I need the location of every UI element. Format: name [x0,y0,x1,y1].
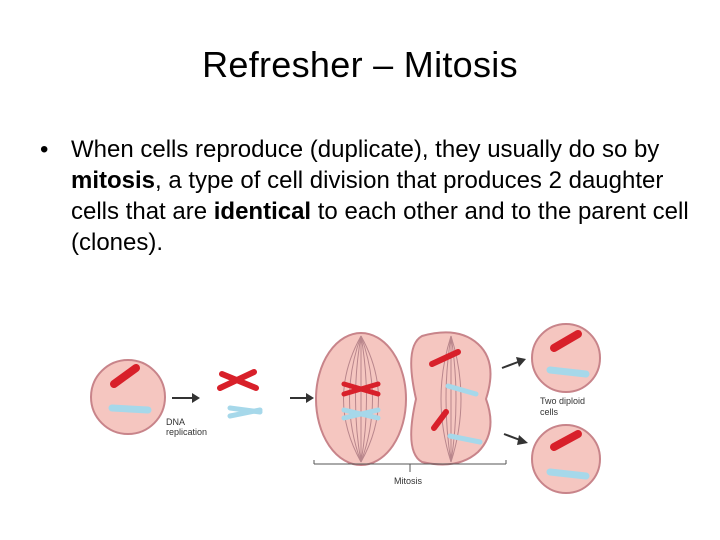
blue-chromosome [546,468,590,480]
arrow-shaft [501,361,519,369]
term-identical: identical [213,198,312,225]
arrow-head [306,393,314,403]
bullet-item: • When cells reproduce (duplicate), they … [40,134,690,258]
blue-chromosome-bottom [447,433,483,445]
red-chromosome [550,430,582,451]
dna-label-line2: replication [166,427,207,437]
mitosis-bracket [313,460,507,472]
red-chromosome [550,330,582,352]
arrow-head [517,435,528,445]
term-mitosis: mitosis [71,167,156,194]
arrow-3 [501,357,526,369]
daughter-cell-body [531,323,601,393]
mitosis-diagram: DNA replication [90,323,601,494]
replicated-chromosomes [217,369,263,419]
red-chromatid-2 [341,381,381,397]
arrow-1 [172,393,200,403]
arrow-4 [503,433,528,445]
dna-label-line1: DNA [166,417,185,427]
diploid-label-line2: cells [540,407,559,417]
parent-cell-body [90,359,166,435]
mitosis-label: Mitosis [394,476,423,486]
bullet-marker: • [40,136,49,163]
blue-chromatid-2 [341,407,381,421]
arrow-shaft [503,433,521,441]
slide-title: Refresher – Mitosis [202,44,518,85]
diploid-label-line1: Two diploid [540,396,585,406]
bullet-text-part2: , a type of cell division that produces … [71,167,664,225]
blue-chromatid-2 [227,407,263,419]
red-chromatid-2 [219,371,259,391]
arrow-head [516,357,526,367]
spindle-fibers [343,335,379,463]
red-chromosome-bottom [431,409,449,431]
red-chromosome [110,364,140,388]
daughter-cell-body [531,424,601,494]
bullet-text-part1: When cells reproduce (duplicate), they u… [71,136,660,163]
arrow-head [192,393,200,403]
red-chromosome-top [429,349,461,367]
parent-cell [90,359,166,435]
metaphase-cell [315,332,407,466]
dividing-cell [410,331,492,466]
blue-chromosome [108,404,152,414]
daughter-cell-top [531,323,601,393]
bullet-list: • When cells reproduce (duplicate), they … [40,134,690,258]
bullet-text-part3: to each other and to the parent cell (cl… [71,198,689,256]
arrow-2 [290,393,314,403]
blue-chromosome [546,366,590,378]
blue-chromosome-top [445,383,479,397]
daughter-cell-bottom [531,424,601,494]
